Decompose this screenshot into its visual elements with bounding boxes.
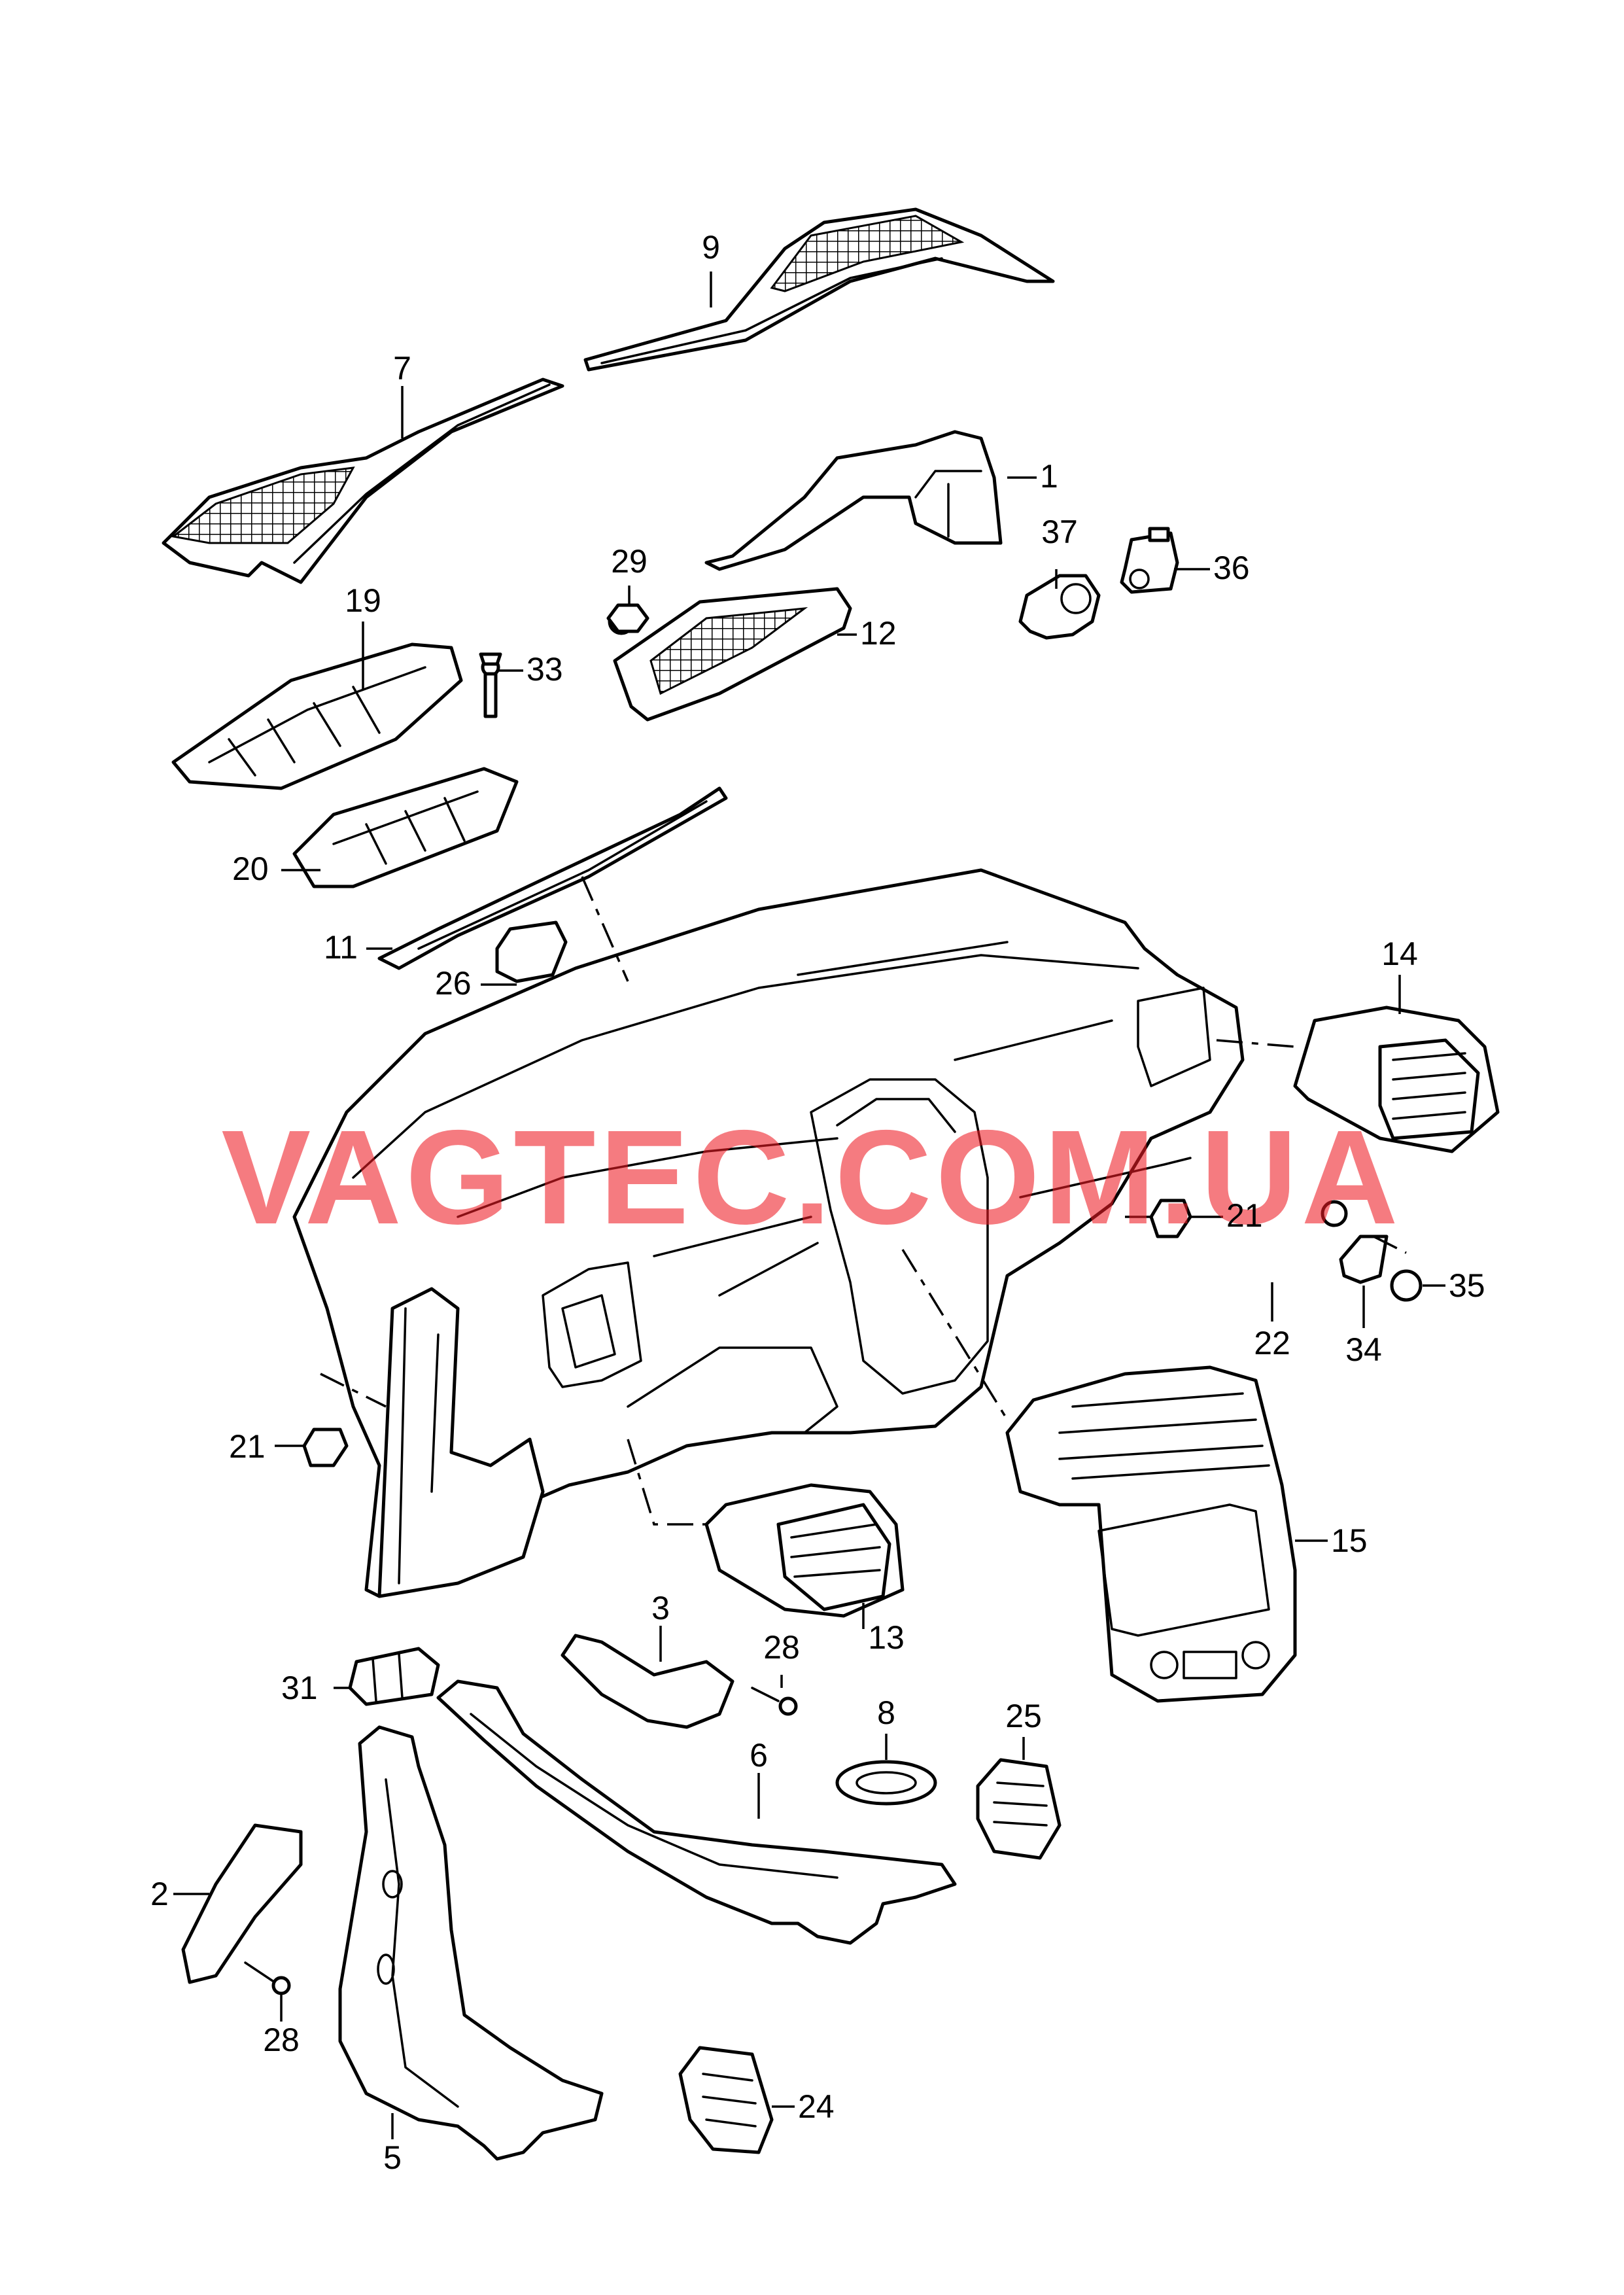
callout-22: 22 <box>1254 1325 1290 1361</box>
part-12-speaker-grille <box>608 587 852 722</box>
callout-12: 12 <box>860 615 897 652</box>
part-9-right-trim <box>583 207 1055 372</box>
part-15-center-bezel <box>1005 1365 1297 1703</box>
part-20-vent-insert <box>292 767 519 888</box>
part-3-duct <box>561 1634 734 1729</box>
callout-8: 8 <box>877 1694 895 1731</box>
callout-33: 33 <box>527 651 563 688</box>
part-28-screw-b <box>244 1961 291 1995</box>
callout-35: 35 <box>1449 1267 1485 1304</box>
assembly-guide-lines <box>320 876 1407 1526</box>
callout-11: 11 <box>324 929 358 966</box>
callout-15: 15 <box>1331 1522 1368 1559</box>
part-14-right-vent <box>1293 1006 1500 1153</box>
callout-1: 1 <box>1040 458 1058 495</box>
part-22-hose <box>1207 1200 1348 1318</box>
part-35-cap <box>1390 1269 1423 1302</box>
callout-24: 24 <box>798 2088 835 2125</box>
part-36-sensor <box>1120 527 1179 594</box>
part-31-switch-block <box>348 1647 440 1706</box>
callout-9: 9 <box>702 229 720 266</box>
part-28-screw-a <box>751 1687 798 1716</box>
watermark: VAGTEC.COM.UA <box>221 1102 1402 1252</box>
callout-31: 31 <box>281 1670 318 1706</box>
callout-6: 6 <box>750 1737 768 1774</box>
part-37-bracket <box>1018 574 1101 640</box>
part-25-grille <box>976 1758 1062 1860</box>
left-side-panel <box>377 1287 545 1598</box>
part-34-clip <box>1339 1235 1389 1284</box>
part-24-vent <box>678 2046 774 2154</box>
part-13-left-vent <box>704 1483 905 1618</box>
part-1-air-duct <box>704 430 1003 571</box>
part-26-clip <box>495 920 568 983</box>
callout-19: 19 <box>345 582 381 619</box>
part-5-floor-duct <box>338 1725 604 2161</box>
callout-36: 36 <box>1213 550 1250 586</box>
callout-2: 2 <box>150 1876 169 1912</box>
callout-14: 14 <box>1381 936 1418 972</box>
callout-21-right: 21 <box>1226 1197 1263 1234</box>
part-29-nut <box>606 603 649 633</box>
callout-28-upper: 28 <box>763 1629 800 1666</box>
callout-5: 5 <box>383 2139 402 2176</box>
callout-3: 3 <box>651 1590 670 1626</box>
part-11-defroster-strip <box>377 786 728 970</box>
part-6-floor-duct <box>436 1679 957 1945</box>
part-19-center-vent <box>171 642 500 790</box>
part-33-pin <box>479 652 502 666</box>
leader-lines <box>173 272 1445 2139</box>
callout-34: 34 <box>1345 1331 1382 1368</box>
callout-labels: 9 7 1 37 36 29 12 19 33 20 11 26 14 21 2… <box>150 229 1485 2176</box>
part-2-bracket <box>181 1823 303 1984</box>
callout-26: 26 <box>435 965 472 1002</box>
callout-29: 29 <box>611 543 648 580</box>
part-21-clip-left <box>302 1428 349 1467</box>
callout-28-lower: 28 <box>263 2022 300 2058</box>
part-8-seal <box>835 1760 937 1806</box>
callout-21-left: 21 <box>229 1428 266 1465</box>
callout-25: 25 <box>1005 1698 1042 1734</box>
part-7-left-trim <box>162 377 564 584</box>
callout-37: 37 <box>1041 514 1078 550</box>
callout-13: 13 <box>868 1619 905 1656</box>
callout-7: 7 <box>393 350 411 387</box>
callout-20: 20 <box>232 850 269 887</box>
